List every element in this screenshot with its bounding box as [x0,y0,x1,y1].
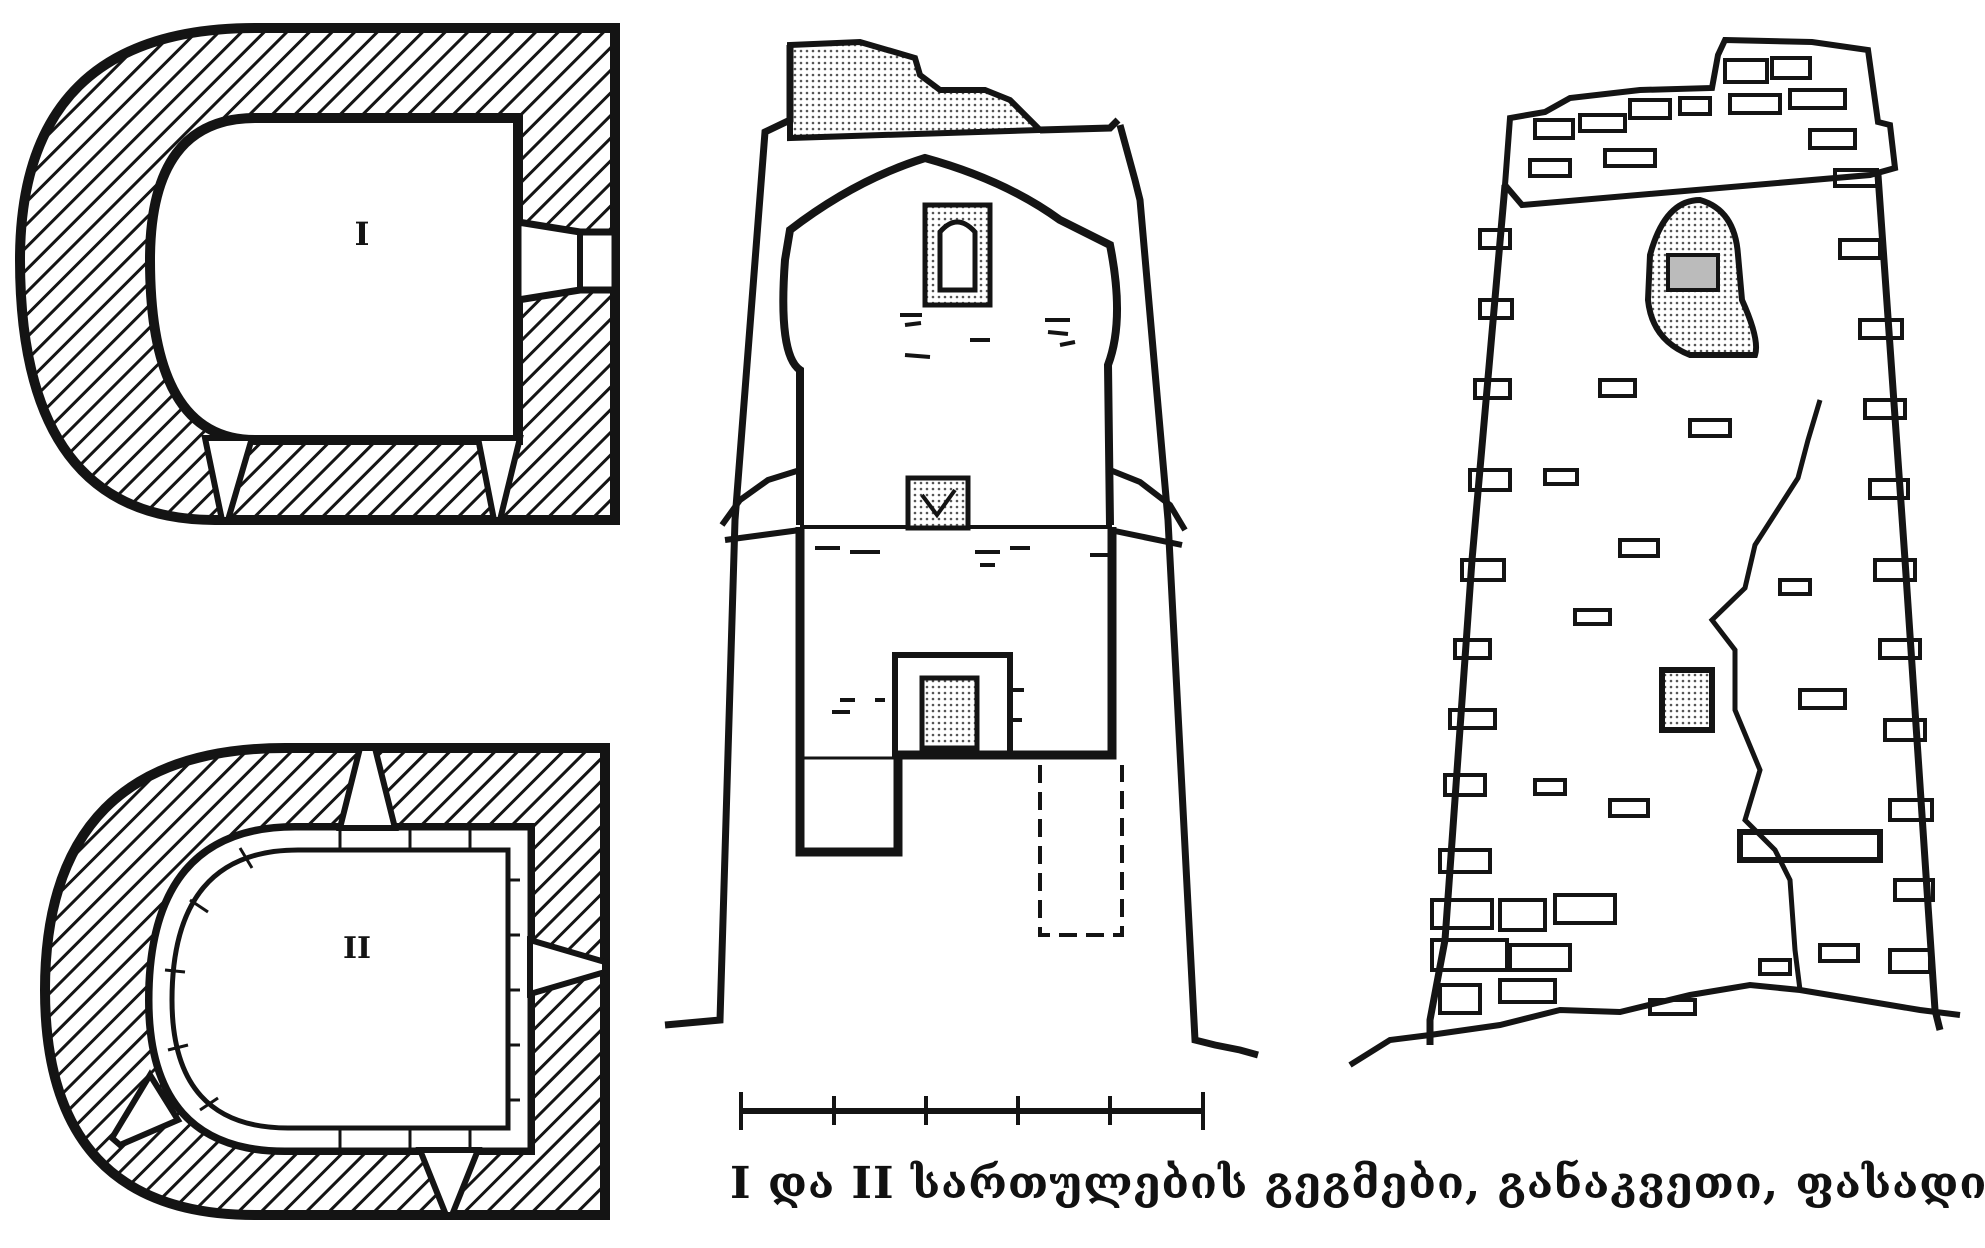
plan-2-southwest-slit [108,1069,183,1149]
facade-masonry [1430,56,1935,1016]
facade-ground [1348,981,1961,1068]
facade-lintel [1737,829,1883,863]
scale-bar [739,1092,1205,1130]
floor-plan-level-1: I [14,23,620,525]
plan-1-walls [14,23,620,525]
plan-2-east-slit [527,935,608,999]
figure-caption: I და II სართულების გეგმები, განაკვეთი, ფ… [730,1158,1985,1209]
section-floor-corbel-left [719,467,801,543]
section-dashed-pit [1038,765,1124,937]
section-middle-window [905,475,971,531]
section-ruined-top [787,38,1048,142]
floor-plan-level-2: II [39,743,610,1220]
plan-1-label: I [355,215,370,253]
facade-ruined-crown [1501,36,1899,209]
section-upper-chamber [779,153,1121,526]
section-floor-corbel-right [1108,467,1188,548]
section-lower-chamber [795,527,1117,857]
tower-section [664,38,1259,1059]
plan-1-south-opening-left [201,435,257,523]
plan-2-south-slit [415,1147,483,1218]
plan-2-label: II [343,931,371,966]
facade-lower-window [1659,667,1715,733]
facade-crack [1708,399,1823,991]
section-doorway-frame [892,652,1013,758]
section-doorway [919,675,980,751]
plan-1-south-opening-right [474,435,524,523]
plan-2-north-slit [336,745,399,831]
plan-2-stone-lining [147,825,533,1153]
tower-facade [1348,36,1961,1068]
section-outer-wall [664,45,1259,1059]
plan-1-east-window [514,217,619,305]
